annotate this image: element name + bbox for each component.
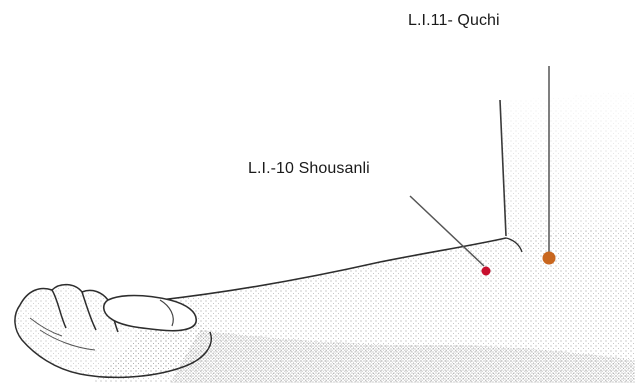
quchi-point-marker <box>543 252 556 265</box>
quchi-label: L.I.11- Quchi <box>408 12 500 30</box>
shousanli-label: L.I.-10 Shousanli <box>248 160 370 178</box>
shousanli-point-marker <box>482 267 491 276</box>
upper-arm <box>500 92 635 238</box>
